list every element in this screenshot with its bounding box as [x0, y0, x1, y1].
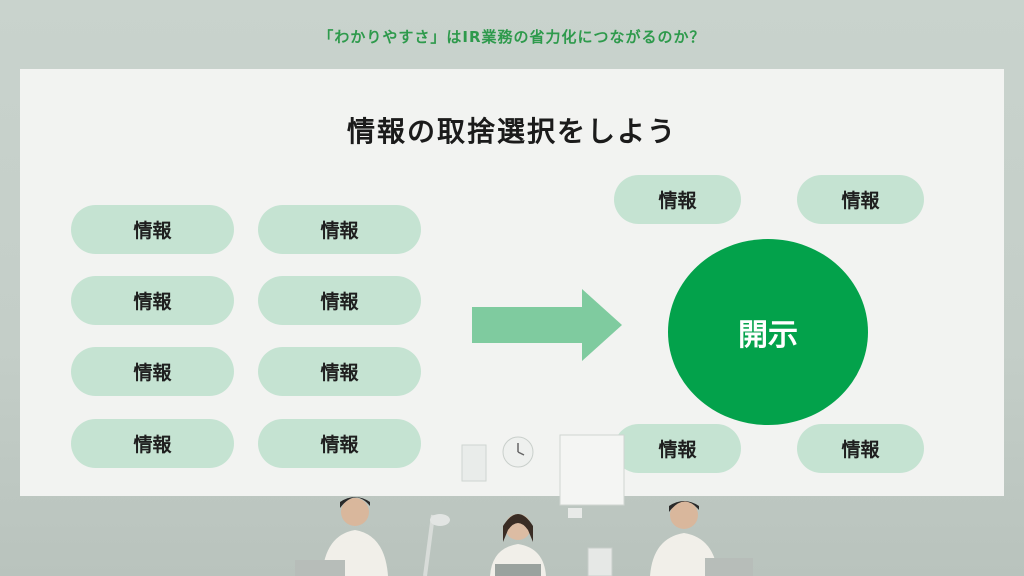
info-pill-left-5: 情報 — [71, 347, 234, 396]
info-pill-left-4: 情報 — [258, 276, 421, 325]
info-pill-left-3: 情報 — [71, 276, 234, 325]
info-pill-left-1: 情報 — [71, 205, 234, 254]
disclosure-circle: 開示 — [668, 239, 868, 425]
right-arrow-icon — [472, 289, 622, 361]
disclosure-label: 開示 — [738, 318, 798, 353]
info-pill-left-8: 情報 — [258, 419, 421, 468]
diagram-title: 情報の取捨選択をしよう — [346, 115, 677, 148]
office-scene-image — [295, 434, 753, 576]
slide-caption: 「わかりやすさ」はIR業務の省力化につながるのか？ — [318, 28, 706, 46]
info-pill-left-2: 情報 — [258, 205, 421, 254]
info-pill-right-1: 情報 — [614, 175, 741, 224]
info-pill-left-6: 情報 — [258, 347, 421, 396]
info-pill-right-3: 情報 — [614, 424, 741, 473]
info-pill-right-4: 情報 — [797, 424, 924, 473]
info-pill-right-2: 情報 — [797, 175, 924, 224]
info-pill-left-7: 情報 — [71, 419, 234, 468]
